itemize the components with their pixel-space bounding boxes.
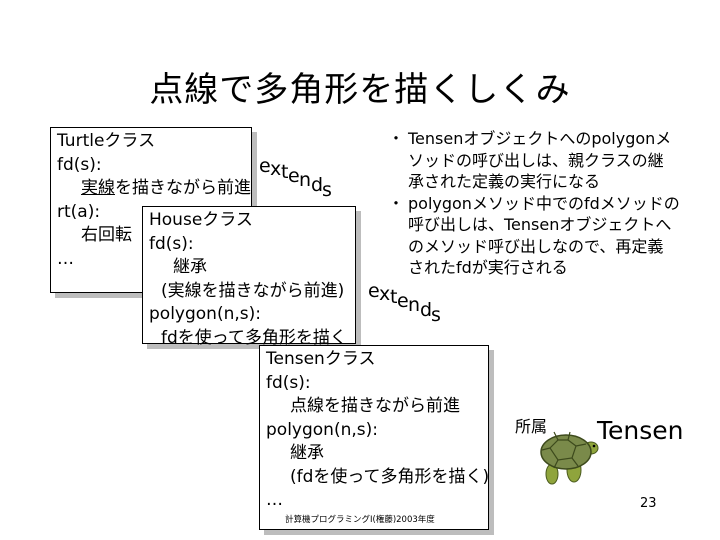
bullet-item: ・ polygonメソッド中でのfdメソッドの 呼び出しは、Tensenオブジェ…: [388, 193, 708, 279]
footer-credit: 計算機プログラミングI(権藤)2003年度: [285, 513, 435, 525]
house-fd-inherit: 継承: [149, 256, 349, 280]
page-number: 23: [640, 496, 657, 511]
house-class-box: Houseクラス fd(s): 継承 (実線を描きながら前進) polygon(…: [142, 206, 356, 344]
turtle-fd-description: 実線を描きながら前進: [57, 177, 245, 201]
extends-letter: x: [270, 158, 281, 180]
house-polygon-signature: polygon(n,s):: [149, 303, 349, 327]
bullet-line: 呼び出しは、Tensenオブジェクトへ: [408, 214, 708, 236]
tensen-fd-signature: fd(s):: [266, 372, 482, 396]
slide-title: 点線で多角形を描くしくみ: [0, 62, 720, 111]
solid-line-term: 実線: [81, 178, 115, 198]
turtle-fd-signature: fd(s):: [57, 154, 245, 178]
explanation-bullets: ・ Tensenオブジェクトへのpolygonメ ソッドの呼び出しは、親クラスの…: [388, 128, 708, 279]
bullet-line: のメソッド呼び出しなので、再定義: [408, 236, 708, 258]
house-class-name: Houseクラス: [149, 209, 349, 233]
extends-letter: n: [299, 169, 311, 191]
bullet-line: Tensenオブジェクトへのpolygonメ: [408, 128, 708, 150]
turtle-fd-description-rest: を描きながら前進: [115, 178, 251, 198]
extends-letter: e: [368, 280, 380, 302]
extends-letter: n: [408, 294, 420, 316]
extends-letter: s: [322, 179, 332, 201]
bullet-item: ・ Tensenオブジェクトへのpolygonメ ソッドの呼び出しは、親クラスの…: [388, 128, 708, 193]
tensen-class-name: Tensenクラス: [266, 348, 482, 372]
bullet-line: 承された定義の実行になる: [408, 171, 708, 193]
house-fd-signature: fd(s):: [149, 233, 349, 257]
tensen-class-box: Tensenクラス fd(s): 点線を描きながら前進 polygon(n,s)…: [259, 345, 489, 530]
tensen-fd-description: 点線を描きながら前進: [266, 395, 482, 419]
bullet-marker: ・: [388, 128, 404, 150]
turtle-class-name: Turtleクラス: [57, 130, 245, 154]
tensen-polygon-description: (fdを使って多角形を描く): [266, 466, 482, 490]
bullet-marker: ・: [388, 193, 404, 215]
extends-letter: e: [288, 165, 300, 187]
bullet-line: polygonメソッド中でのfdメソッドの: [408, 193, 708, 215]
tensen-label: Tensen: [597, 416, 684, 445]
extends-letter: e: [259, 155, 271, 177]
extends-letter: x: [379, 283, 390, 305]
extends-letter: e: [397, 290, 409, 312]
tensen-ellipsis: …: [266, 489, 482, 513]
tensen-polygon-signature: polygon(n,s):: [266, 419, 482, 443]
extends-letter: s: [431, 304, 441, 326]
bullet-line: されたfdが実行される: [408, 257, 708, 279]
tensen-polygon-inherit: 継承: [266, 442, 482, 466]
bullet-line: ソッドの呼び出しは、親クラスの継: [408, 150, 708, 172]
turtle-icon: [536, 418, 600, 488]
house-fd-description: (実線を描きながら前進): [149, 280, 349, 304]
